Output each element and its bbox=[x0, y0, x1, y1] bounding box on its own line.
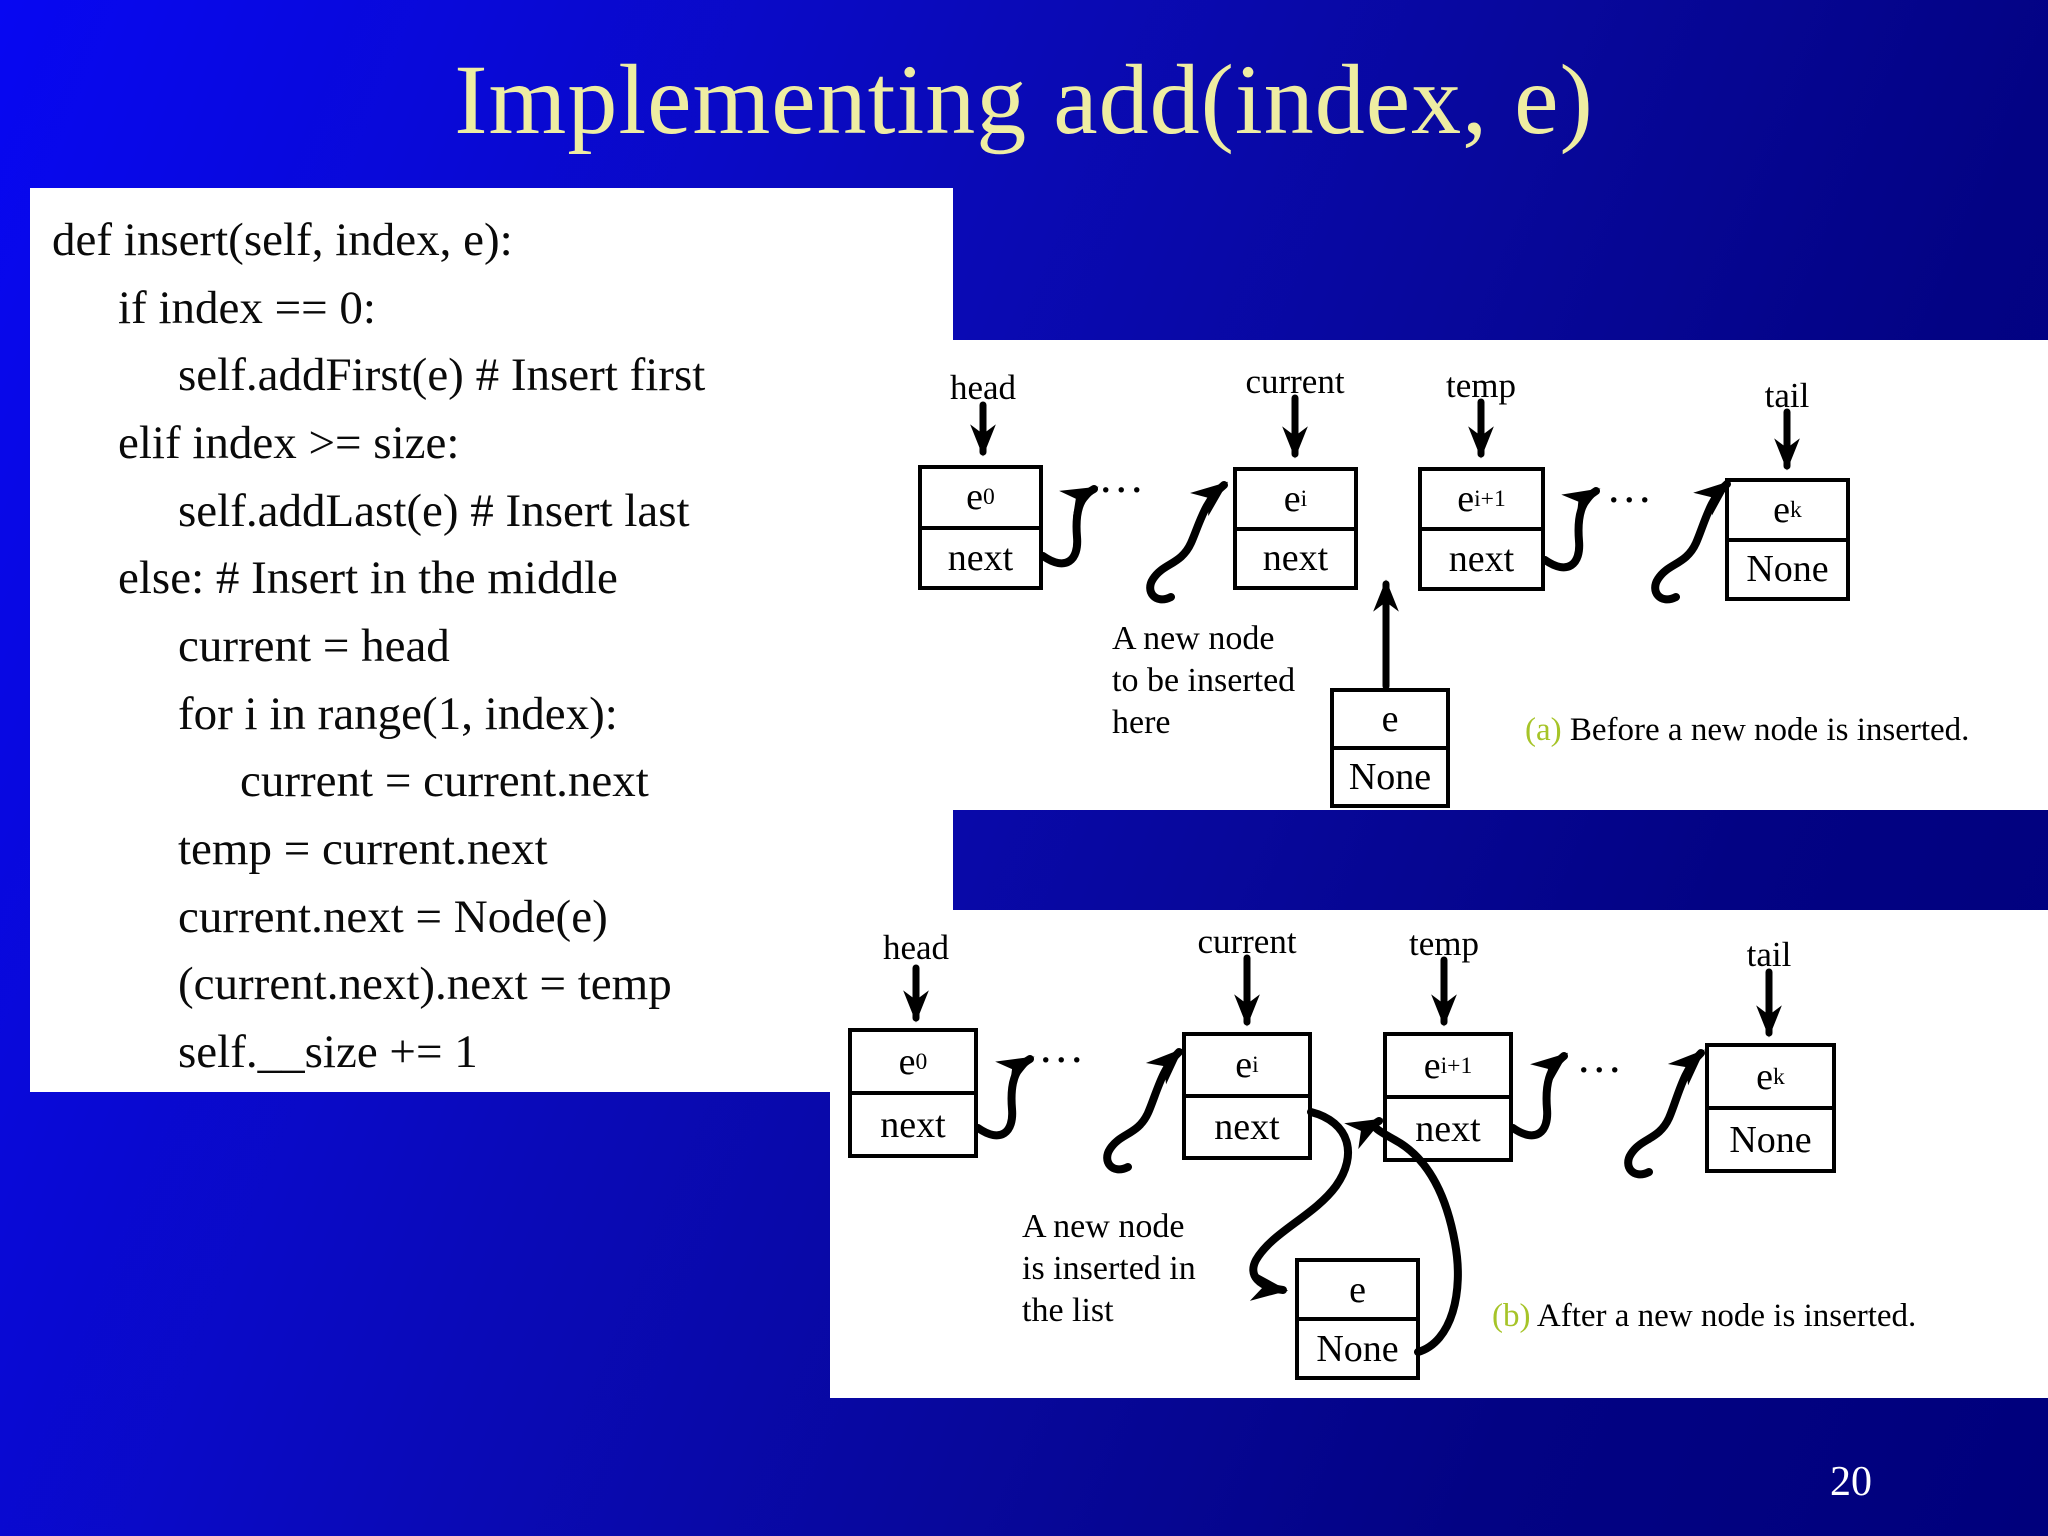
current-label-a: current bbox=[1245, 362, 1345, 401]
code-line: for i in range(1, index): bbox=[178, 688, 618, 740]
page-title: Implementing add(index, e) bbox=[454, 44, 1594, 155]
next-link-arrow-a bbox=[1651, 480, 1731, 604]
ellipsis: ... bbox=[1608, 461, 1655, 512]
next-link-arrow-b bbox=[1103, 1048, 1183, 1174]
caption-text-a: Before a new node is inserted. bbox=[1561, 712, 1970, 748]
next-link-arrow-a bbox=[1039, 485, 1099, 568]
tail-label-a: tail bbox=[1764, 376, 1810, 415]
head-label-b: head bbox=[882, 928, 950, 967]
ellipsis: ... bbox=[1100, 451, 1147, 502]
node-next-cell: next bbox=[1387, 1095, 1509, 1158]
caption-b: (b) After a new node is inserted. bbox=[1492, 1298, 1916, 1335]
node-next-cell: next bbox=[852, 1091, 974, 1154]
caption-tag-a: (a) bbox=[1525, 712, 1562, 748]
tail-label-b: tail bbox=[1746, 935, 1792, 974]
next-link-arrow-b bbox=[974, 1055, 1035, 1140]
code-line: elif index >= size: bbox=[118, 417, 460, 469]
code-line: (current.next).next = temp bbox=[178, 958, 672, 1010]
ellipsis: ... bbox=[1578, 1031, 1625, 1082]
node-next-cell: None bbox=[1299, 1317, 1416, 1376]
ellipsis: ... bbox=[1040, 1021, 1087, 1072]
next-link-arrow-b bbox=[1624, 1049, 1705, 1179]
next-link-arrow-a bbox=[1541, 487, 1601, 572]
caption-a: (a) Before a new node is inserted. bbox=[1525, 712, 1969, 749]
next-link-arrow-a bbox=[1146, 481, 1229, 604]
annotation-a: A new node to be inserted here bbox=[1112, 620, 1296, 741]
code-line: else: # Insert in the middle bbox=[118, 552, 618, 604]
code-line: current = head bbox=[178, 620, 450, 672]
node-next-cell: next bbox=[1422, 527, 1541, 587]
new-node-b: e None bbox=[1295, 1258, 1420, 1380]
current-label-b: current bbox=[1197, 922, 1297, 961]
caption-text-b: After a new node is inserted. bbox=[1530, 1298, 1917, 1334]
new-node-next-to-temp-arrow bbox=[1344, 1117, 1462, 1356]
code-line: current.next = Node(e) bbox=[178, 891, 608, 943]
head-label-a: head bbox=[949, 368, 1017, 407]
node-next-cell: next bbox=[1186, 1094, 1308, 1156]
code-line: if index == 0: bbox=[118, 282, 376, 334]
page-number: 20 bbox=[1830, 1459, 1872, 1505]
temp-label-a: temp bbox=[1446, 366, 1516, 405]
code-panel bbox=[30, 188, 953, 1092]
node-value-cell: e bbox=[1381, 698, 1399, 740]
code-line: current = current.next bbox=[240, 755, 649, 807]
caption-tag-b: (b) bbox=[1492, 1298, 1531, 1334]
node-next-cell: next bbox=[1237, 526, 1354, 587]
temp-label-b: temp bbox=[1409, 924, 1479, 963]
next-link-arrow-b bbox=[1509, 1052, 1569, 1140]
code-line: self.addLast(e) # Insert last bbox=[178, 485, 690, 537]
code-line: self.__size += 1 bbox=[178, 1026, 478, 1078]
code-line: temp = current.next bbox=[178, 823, 548, 875]
node-next-cell: None bbox=[1709, 1106, 1832, 1169]
node-value-cell: e bbox=[1349, 1268, 1366, 1311]
annotation-b: A new node is inserted in the list bbox=[1022, 1208, 1196, 1329]
new-node-a: e None bbox=[1330, 688, 1450, 808]
code-line: def insert(self, index, e): bbox=[52, 214, 513, 266]
node-next-cell: None bbox=[1729, 537, 1846, 598]
node-next-cell: next bbox=[922, 525, 1039, 587]
current-next-to-new-node-arrow bbox=[1249, 1108, 1353, 1301]
code-line: self.addFirst(e) # Insert first bbox=[178, 349, 706, 401]
node-next-cell: None bbox=[1334, 746, 1446, 804]
